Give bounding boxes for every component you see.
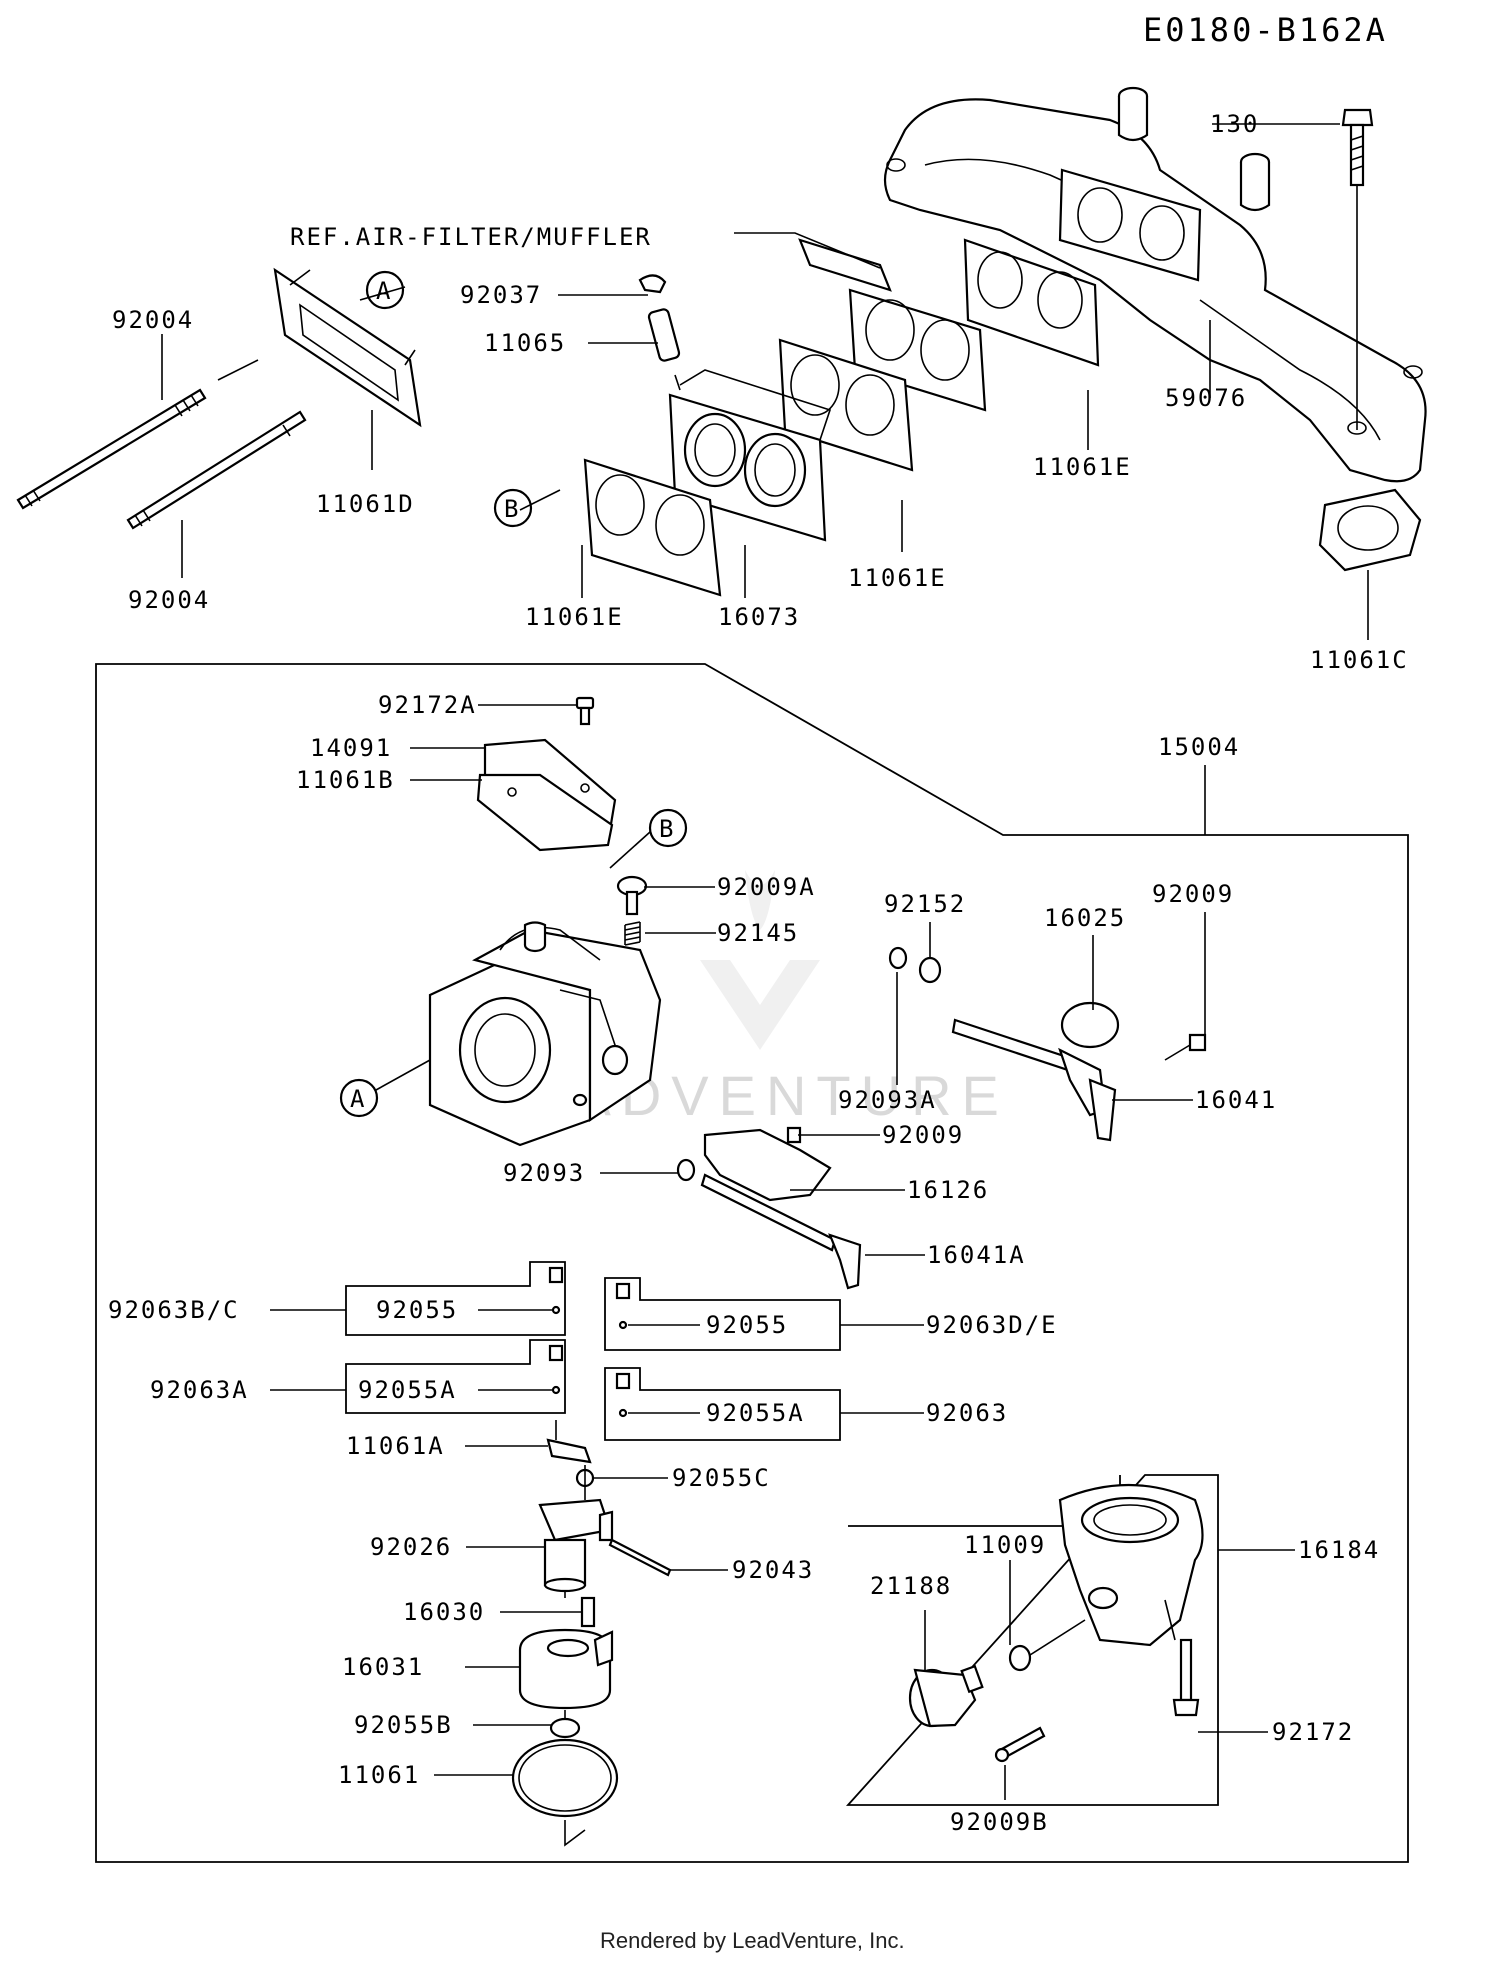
part-label-15004: 15004 (1158, 733, 1240, 761)
carburetor-assembly-frame (95, 663, 1409, 1863)
footer-credit: Rendered by LeadVenture, Inc. (600, 1928, 905, 1953)
bracket-14091-drawing (476, 738, 617, 852)
part-label-92055a-right: 92055A (706, 1399, 805, 1427)
part-label-16126: 16126 (907, 1176, 989, 1204)
watermark-logo (700, 870, 820, 1050)
callout-b-top (493, 488, 533, 528)
stud-92004-bottom-drawing (126, 410, 307, 530)
float-16031-drawing (518, 1628, 614, 1710)
part-label-92004-bottom: 92004 (128, 586, 210, 614)
part-label-92009-mid: 92009 (882, 1121, 964, 1149)
part-label-92037: 92037 (460, 281, 542, 309)
jet-box-92063 (604, 1367, 841, 1441)
part-label-11061e-left: 11061E (525, 603, 624, 631)
choke-shaft-16041a-drawing (676, 1126, 862, 1290)
oring-92055b-drawing (549, 1717, 581, 1739)
spring-92145-drawing (624, 921, 641, 946)
part-label-92009a: 92009A (717, 873, 816, 901)
screw-92009a-drawing (616, 875, 648, 916)
part-label-16184: 16184 (1298, 1536, 1380, 1564)
jet-box-92063bc (345, 1261, 566, 1336)
part-label-21188: 21188 (870, 1572, 952, 1600)
stud-92004-top-drawing (16, 388, 207, 510)
part-label-92055a-left: 92055A (358, 1376, 457, 1404)
part-label-11061c: 11061C (1310, 646, 1409, 674)
part-label-92145: 92145 (717, 919, 799, 947)
part-label-92063de: 92063D/E (926, 1311, 1058, 1339)
part-label-11061e-mid: 11061E (848, 564, 947, 592)
screw-92009b-drawing (994, 1726, 1046, 1763)
solenoid-21188-drawing (908, 1664, 984, 1728)
part-label-92055-right: 92055 (706, 1311, 788, 1339)
part-label-14091: 14091 (310, 734, 392, 762)
screw-92172a-drawing (575, 696, 595, 726)
part-label-92009b: 92009B (950, 1808, 1049, 1836)
callout-b-top-label: B (504, 495, 520, 523)
callout-b-box (648, 808, 688, 848)
callout-a-box (339, 1078, 379, 1118)
part-label-11065: 11065 (484, 329, 566, 357)
bolt-130-drawing (1341, 108, 1374, 430)
callout-a-box-label: A (350, 1085, 366, 1113)
solenoid-92026-drawing (538, 1498, 614, 1593)
callout-a-top (365, 270, 405, 310)
part-label-11061e-right: 11061E (1033, 453, 1132, 481)
callout-b-box-label: B (659, 815, 675, 843)
callout-a-top-label: A (376, 277, 392, 305)
bowl-16184-drawing (1058, 1483, 1204, 1647)
gasket-11061-drawing (511, 1738, 619, 1847)
part-label-92172a: 92172A (378, 691, 477, 719)
pin-92043-drawing (608, 1538, 672, 1577)
jet-box-92063a (345, 1339, 566, 1414)
gasket-stack-drawing (778, 238, 1100, 472)
part-label-92093a: 92093A (838, 1086, 937, 1114)
part-label-11061: 11061 (338, 1761, 420, 1789)
part-label-92043: 92043 (732, 1556, 814, 1584)
jet-box-92063de (604, 1277, 841, 1351)
carburetor-body-drawing (428, 921, 662, 1147)
part-label-92026: 92026 (370, 1533, 452, 1561)
screw-92172-drawing (1172, 1638, 1200, 1717)
gasket-11061d-drawing (273, 267, 422, 428)
part-label-130: 130 (1210, 110, 1259, 138)
washer-11009-drawing (1008, 1619, 1086, 1672)
leader-lines-assembly (270, 704, 1295, 1800)
nozzle-16030-drawing (580, 1596, 596, 1628)
part-label-92172: 92172 (1272, 1718, 1354, 1746)
part-label-16073: 16073 (718, 603, 800, 631)
part-label-16041a: 16041A (927, 1241, 1026, 1269)
gasket-11061e-left-drawing (583, 458, 722, 597)
part-label-92055c: 92055C (672, 1464, 771, 1492)
part-label-59076: 59076 (1165, 384, 1247, 412)
gasket-11061c-drawing (1318, 488, 1422, 572)
diagram-code: E0180-B162A (1143, 11, 1388, 49)
part-label-16025: 16025 (1044, 904, 1126, 932)
part-label-11061d: 11061D (316, 490, 415, 518)
part-label-92063: 92063 (926, 1399, 1008, 1427)
part-label-11061b: 11061B (296, 766, 395, 794)
gasket-11061a-drawing (546, 1438, 592, 1464)
part-label-16031: 16031 (342, 1653, 424, 1681)
leader-lines-top (161, 123, 1369, 640)
part-label-92152: 92152 (884, 890, 966, 918)
jet-drawings (548, 1266, 631, 1418)
part-label-16030: 16030 (403, 1598, 485, 1626)
part-label-92004-top: 92004 (112, 306, 194, 334)
part-label-92009-top: 92009 (1152, 880, 1234, 908)
part-label-92055b: 92055B (354, 1711, 453, 1739)
part-label-92063a: 92063A (150, 1376, 249, 1404)
part-label-92063bc: 92063B/C (108, 1296, 240, 1324)
hose-and-clamp-drawing (638, 274, 681, 391)
part-label-11009: 11009 (964, 1531, 1046, 1559)
part-label-16041: 16041 (1195, 1086, 1277, 1114)
part-label-11061a: 11061A (346, 1432, 445, 1460)
intake-manifold-drawing (883, 86, 1427, 483)
part-label-92055-left: 92055 (376, 1296, 458, 1324)
part-label-92093: 92093 (503, 1159, 585, 1187)
ref-note-label: REF.AIR-FILTER/MUFFLER (290, 223, 652, 251)
